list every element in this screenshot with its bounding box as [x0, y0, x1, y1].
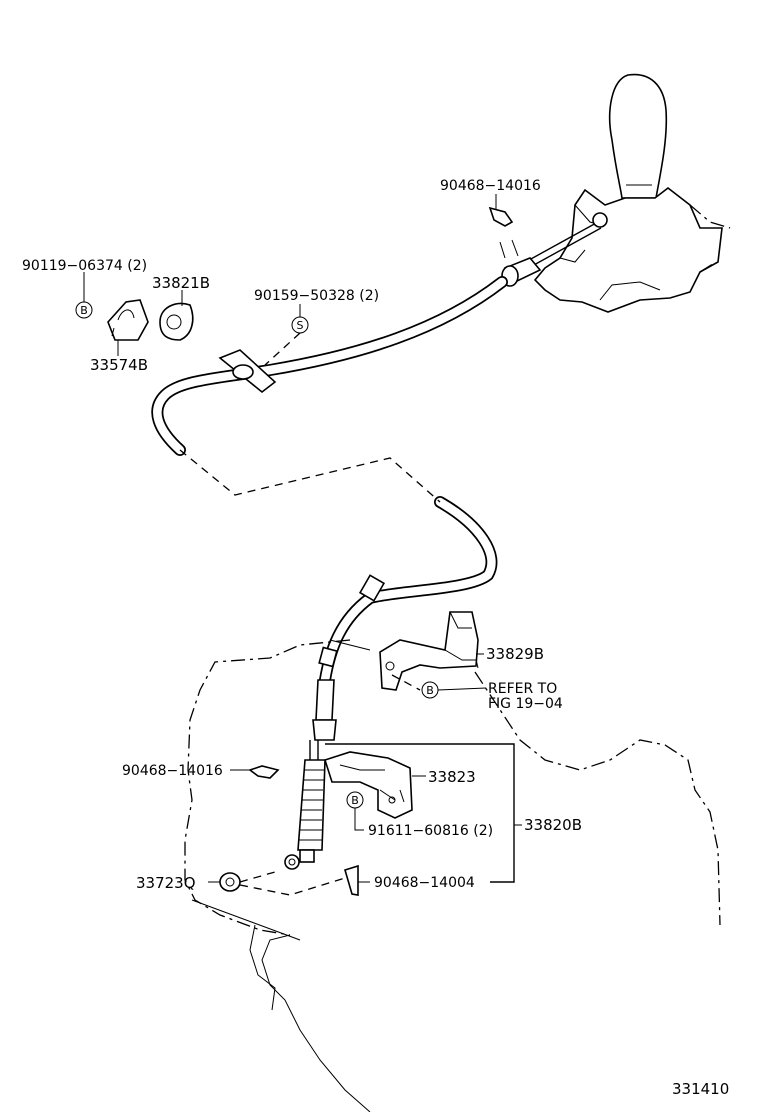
label-90119-06374: 90119−06374 (2)	[22, 258, 147, 274]
cable-bracket-parts	[107, 299, 194, 341]
bushing-33723Q	[219, 872, 241, 892]
label-33723Q: 33723Q	[136, 874, 196, 892]
label-90468-14016-left: 90468−14016	[122, 763, 223, 779]
cable-continuation-line	[179, 449, 441, 503]
clip-90468-14016-left	[248, 765, 280, 779]
transmission-case	[184, 639, 721, 1112]
label-33823: 33823	[428, 768, 476, 786]
label-90468-14004: 90468−14004	[374, 875, 475, 891]
svg-text:S: S	[297, 319, 304, 332]
bolt-symbol: B	[421, 681, 439, 699]
svg-text:B: B	[80, 304, 88, 317]
svg-text:B: B	[351, 794, 359, 807]
transmission-control-cable	[151, 276, 508, 870]
label-fig-19-04: FIG 19−04	[488, 696, 563, 712]
bushing-alignment-line	[239, 871, 346, 896]
shift-lever-assembly	[488, 73, 731, 313]
bolt-symbol: B	[75, 301, 93, 319]
label-33574B: 33574B	[90, 356, 148, 374]
label-91611-60816: 91611−60816 (2)	[368, 823, 493, 839]
part-labels: 90468−14016 90119−06374 (2) 33821B 90159…	[22, 178, 729, 1098]
bracket-33823	[323, 751, 413, 819]
label-90159-50328: 90159−50328 (2)	[254, 288, 379, 304]
bracket-33829B	[379, 611, 479, 691]
label-refer-to: REFER TO	[488, 681, 557, 697]
leader-lines	[83, 194, 522, 883]
bolt-symbol: B	[346, 791, 364, 809]
figure-number: 331410	[672, 1080, 729, 1098]
svg-text:B: B	[426, 684, 434, 697]
label-33829B: 33829B	[486, 645, 544, 663]
label-33820B: 33820B	[524, 816, 582, 834]
clip-90468-14004	[344, 864, 359, 896]
label-90468-14016-top: 90468−14016	[440, 178, 541, 194]
screw-symbol: S	[291, 316, 309, 334]
label-33821B: 33821B	[152, 274, 210, 292]
